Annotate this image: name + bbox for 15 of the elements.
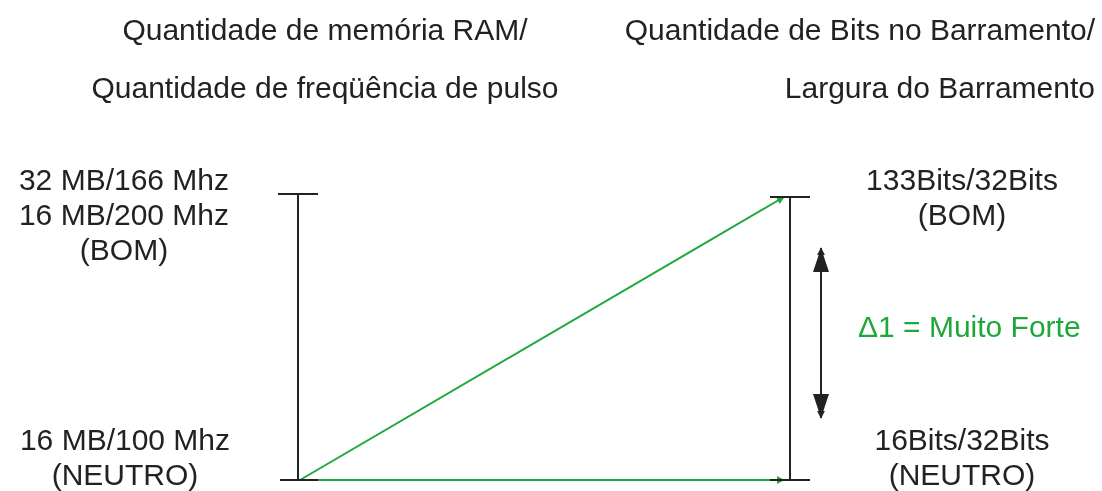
- value-label: 32 MB/166 Mhz 16 MB/200 Mhz: [17, 162, 231, 232]
- arrow: [299, 196, 785, 481]
- column-heading: Quantidade de memória RAM/ Quantidade de freqüência de pulso: [90, 12, 560, 106]
- tick-mark: [770, 479, 810, 481]
- value-label: 16 MB/100 Mhz: [18, 422, 232, 457]
- column-heading: Quantidade de Bits no Barramento/ Largura do Barramento: [623, 12, 1095, 106]
- value-label: (BOM): [78, 232, 170, 267]
- tick-mark: [770, 196, 810, 198]
- value-label: 16Bits/32Bits: [873, 422, 1051, 457]
- value-label: (BOM): [916, 197, 1008, 232]
- value-label: (NEUTRO): [887, 457, 1037, 491]
- value-label: (NEUTRO): [50, 457, 200, 491]
- annotation-label: Δ1 = Muito Forte: [858, 309, 1082, 345]
- tick-mark: [280, 479, 318, 481]
- value-label: 133Bits/32Bits: [865, 162, 1059, 197]
